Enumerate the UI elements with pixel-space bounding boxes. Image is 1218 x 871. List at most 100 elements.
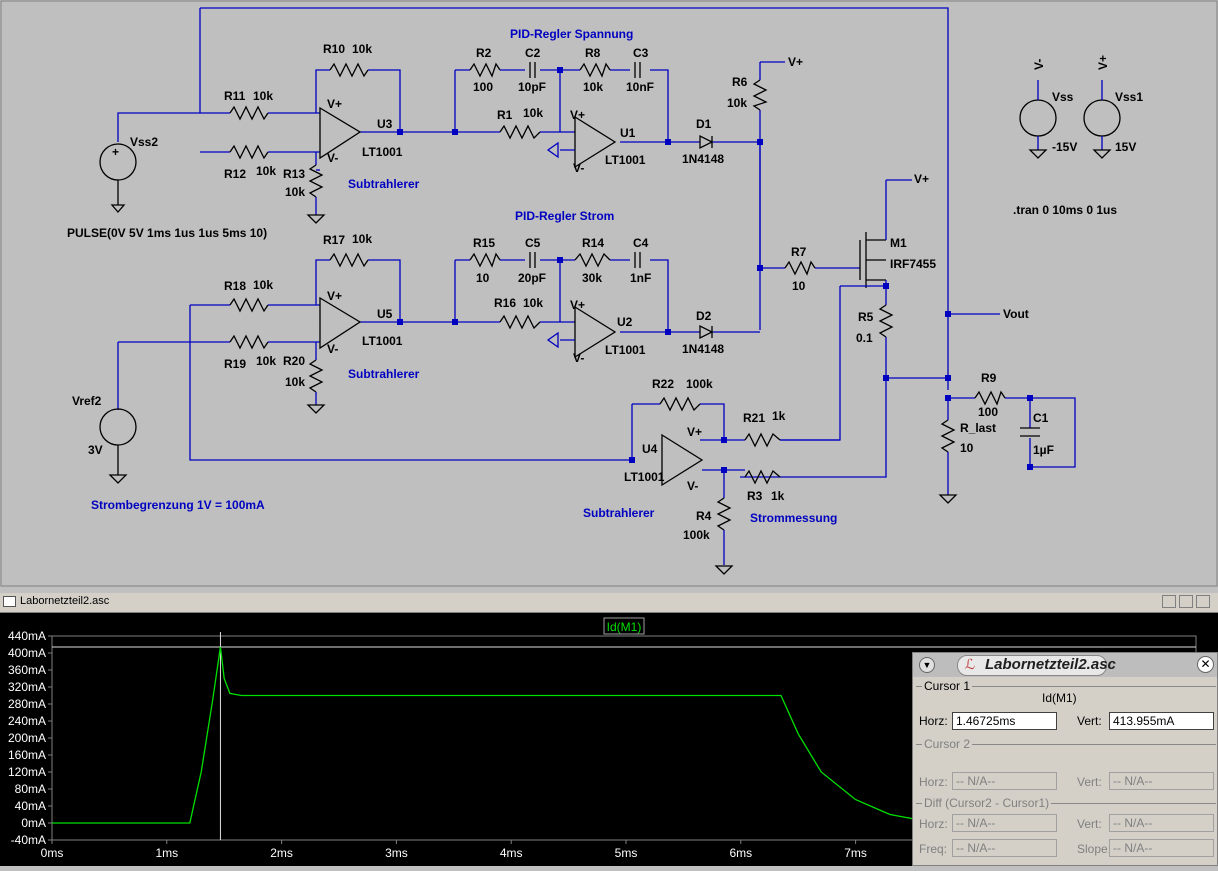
svg-text:PULSE(0V 5V 1ms 1us 1us 5ms 10: PULSE(0V 5V 1ms 1us 1us 5ms 10) [67, 226, 267, 240]
svg-text:V+: V+ [788, 55, 803, 69]
cursor-window[interactable]: ▼ ℒ Labornetzteil2.asc ✕ Cursor 1 Id(M1)… [912, 652, 1218, 866]
trace-label: Id(M1) [607, 620, 642, 634]
svg-text:R20: R20 [283, 354, 305, 368]
svg-text:R16: R16 [494, 296, 516, 310]
close-button[interactable] [1196, 595, 1210, 608]
diff-vert-field[interactable]: -- N/A-- [1109, 814, 1214, 832]
svg-text:10k: 10k [256, 354, 276, 368]
svg-text:1k: 1k [772, 409, 786, 423]
svg-text:10k: 10k [285, 185, 305, 199]
svg-text:U5: U5 [377, 307, 393, 321]
waveform-title: Labornetzteil2.asc [20, 595, 110, 607]
y-tick-label: 280mA [8, 697, 46, 711]
svg-text:V-: V- [327, 342, 338, 356]
svg-text:Vref2: Vref2 [72, 394, 102, 408]
svg-text:1N4148: 1N4148 [682, 152, 724, 166]
y-tick-label: 40mA [15, 799, 46, 813]
cursor-window-title: Labornetzteil2.asc [985, 656, 1116, 673]
svg-text:100: 100 [473, 80, 493, 94]
x-tick-label: 1ms [155, 846, 178, 860]
cursor2-vert-label: Vert: [1077, 775, 1102, 789]
svg-text:10k: 10k [352, 232, 372, 246]
y-tick-label: 160mA [8, 748, 46, 762]
svg-text:10nF: 10nF [626, 80, 654, 94]
cursor2-vert-field[interactable]: -- N/A-- [1109, 772, 1214, 790]
svg-text:U4: U4 [642, 442, 658, 456]
dropdown-icon[interactable]: ▼ [919, 657, 935, 673]
diff-label: Diff (Cursor2 - Cursor1) [922, 796, 1052, 810]
cursor-window-header[interactable]: ▼ ℒ Labornetzteil2.asc ✕ [913, 653, 1217, 677]
y-tick-label: 440mA [8, 629, 46, 643]
svg-text:R11: R11 [224, 89, 246, 103]
svg-text:Vss: Vss [1052, 90, 1074, 104]
x-tick-label: 6ms [729, 846, 752, 860]
x-tick-label: 7ms [844, 846, 867, 860]
y-tick-label: 200mA [8, 731, 46, 745]
svg-text:C3: C3 [633, 46, 649, 60]
y-tick-label: 240mA [8, 714, 46, 728]
svg-text:3V: 3V [88, 443, 103, 457]
svg-text:1µF: 1µF [1033, 443, 1054, 457]
window-icon [3, 596, 16, 607]
svg-text:Strommessung: Strommessung [750, 511, 837, 525]
schematic-editor[interactable]: + PID-Regler Spannung PID-Regler Strom R… [0, 0, 1218, 588]
svg-text:IRF7455: IRF7455 [890, 257, 936, 271]
diff-freq-field[interactable]: -- N/A-- [952, 839, 1057, 857]
diff-horz-label: Horz: [919, 817, 948, 831]
svg-text:V+: V+ [327, 289, 342, 303]
svg-text:R22: R22 [652, 377, 674, 391]
title-pill [957, 655, 1107, 676]
cursor2-horz-field[interactable]: -- N/A-- [952, 772, 1057, 790]
y-tick-label: 80mA [15, 782, 46, 796]
svg-text:D2: D2 [696, 309, 712, 323]
svg-text:10: 10 [960, 441, 974, 455]
cursor1-vert-field[interactable]: 413.955mA [1109, 712, 1214, 730]
svg-text:D1: D1 [696, 117, 712, 131]
svg-text:V+: V+ [914, 172, 929, 186]
waveform-titlebar[interactable]: Labornetzteil2.asc [0, 593, 1218, 613]
svg-text:10: 10 [476, 271, 490, 285]
diff-group: Diff (Cursor2 - Cursor1) Horz: -- N/A-- … [916, 796, 1216, 866]
cursor1-vert-label: Vert: [1077, 714, 1102, 728]
cursor1-horz-field[interactable]: 1.46725ms [952, 712, 1057, 730]
trace-label-box [603, 617, 645, 635]
svg-text:R2: R2 [476, 46, 492, 60]
title-pid-current: PID-Regler Strom [515, 209, 614, 223]
svg-text:10k: 10k [523, 106, 543, 120]
cursor2-horz-label: Horz: [919, 775, 948, 789]
svg-text:Strombegrenzung 1V = 100mA: Strombegrenzung 1V = 100mA [91, 498, 265, 512]
svg-text:10k: 10k [285, 375, 305, 389]
y-tick-label: 360mA [8, 663, 46, 677]
svg-text:10k: 10k [256, 164, 276, 178]
x-tick-label: 2ms [270, 846, 293, 860]
svg-text:R6: R6 [732, 75, 748, 89]
diff-horz-field[interactable]: -- N/A-- [952, 814, 1057, 832]
maximize-button[interactable] [1179, 595, 1193, 608]
cursor2-label: Cursor 2 [922, 737, 973, 751]
svg-text:C4: C4 [633, 236, 649, 250]
x-tick-label: 5ms [615, 846, 638, 860]
svg-text:R12: R12 [224, 167, 246, 181]
minimize-button[interactable] [1162, 595, 1176, 608]
svg-text:R17: R17 [323, 233, 345, 247]
svg-text:1nF: 1nF [630, 271, 651, 285]
svg-text:Vss2: Vss2 [130, 135, 158, 149]
svg-text:R5: R5 [858, 310, 874, 324]
svg-text:Vout: Vout [1003, 307, 1029, 321]
diff-vert-label: Vert: [1077, 817, 1102, 831]
svg-text:20pF: 20pF [518, 271, 546, 285]
diff-slope-field[interactable]: -- N/A-- [1109, 839, 1214, 857]
svg-text:C5: C5 [525, 236, 541, 250]
svg-text:V+: V+ [687, 425, 702, 439]
svg-text:+: + [112, 145, 119, 159]
svg-text:R18: R18 [224, 279, 246, 293]
svg-text:R1: R1 [497, 108, 513, 122]
svg-text:V+: V+ [570, 298, 585, 312]
svg-text:100: 100 [978, 405, 998, 419]
svg-text:R15: R15 [473, 236, 495, 250]
close-icon[interactable]: ✕ [1197, 656, 1214, 673]
svg-text:10k: 10k [583, 80, 603, 94]
svg-text:LT1001: LT1001 [362, 334, 403, 348]
